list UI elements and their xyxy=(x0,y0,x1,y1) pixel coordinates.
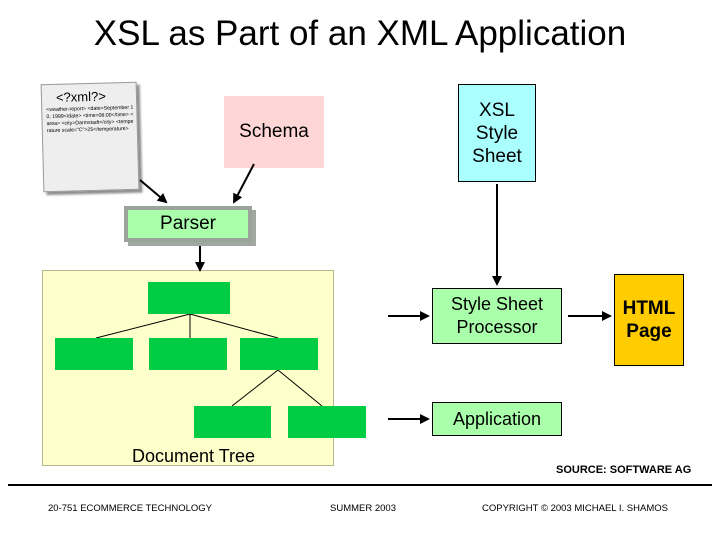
tree-node xyxy=(148,282,230,314)
tree-node xyxy=(288,406,366,438)
source-note: SOURCE: SOFTWARE AG xyxy=(556,464,692,476)
style-sheet-processor-box: Style Sheet Processor xyxy=(432,288,562,344)
tree-branches xyxy=(95,313,323,407)
tree-node xyxy=(194,406,271,438)
html-page-box: HTML Page xyxy=(614,274,684,366)
xsl-style-sheet-box: XSL Style Sheet xyxy=(458,84,536,182)
schema-box: Schema xyxy=(224,96,324,168)
footer-term: SUMMER 2003 xyxy=(330,503,396,514)
document-tree-label: Document Tree xyxy=(132,446,256,466)
arrow-schema-to-parser xyxy=(233,163,255,204)
tree-node xyxy=(55,338,133,370)
application-box: Application xyxy=(432,402,562,436)
footer-course: 20-751 ECOMMERCE TECHNOLOGY xyxy=(48,503,213,514)
arrow-document-to-parser xyxy=(139,179,168,204)
footer-divider xyxy=(8,484,712,486)
tree-node xyxy=(149,338,227,370)
tree-node xyxy=(240,338,318,370)
footer-copyright: COPYRIGHT © 2003 MICHAEL I. SHAMOS xyxy=(482,503,668,514)
flow-arrows xyxy=(139,163,612,424)
slide-title: XSL as Part of an XML Application xyxy=(93,14,627,53)
parser-box: Parser xyxy=(124,206,252,242)
